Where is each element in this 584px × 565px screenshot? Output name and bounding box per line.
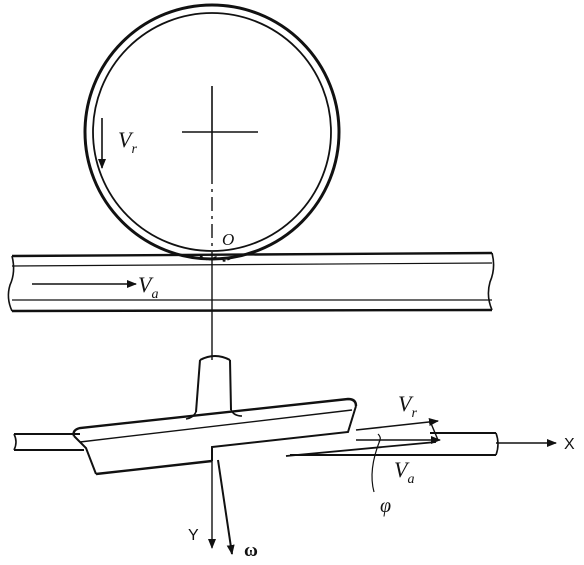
tool-velocity-r-arrow	[355, 418, 439, 431]
upper-workpiece: Va	[7, 251, 495, 313]
feed-velocity-label: Va	[138, 272, 158, 302]
roll-inner-circle	[92, 12, 332, 252]
contact-point-label: O	[222, 230, 234, 249]
upper-strip-inner-top	[11, 262, 493, 267]
tool-velocity-a-label: Va	[394, 457, 414, 487]
lower-rod-right-break	[495, 432, 499, 456]
tool-plate-left-end	[73, 435, 97, 475]
tool-plate-top-inner	[79, 409, 353, 443]
roll-velocity-label: Vr	[118, 127, 137, 157]
y-axis-label: Y	[188, 527, 199, 544]
omega-arrow	[217, 459, 235, 555]
angle-leader	[371, 439, 381, 493]
angle-label: φ	[380, 495, 391, 517]
tool-plate	[72, 355, 437, 476]
upper-strip-bottom-edge	[11, 308, 493, 313]
lower-rod-left-break	[13, 433, 17, 451]
omega-label: ω	[244, 540, 258, 561]
tool-plate-edge	[285, 441, 437, 457]
tool-stem	[195, 355, 232, 413]
roll: Vr O	[83, 3, 341, 262]
upper-strip-right-break	[487, 252, 495, 311]
tool-velocity-closing	[429, 420, 439, 441]
x-axis-label: X	[564, 436, 575, 453]
upper-strip-left-break	[7, 255, 15, 312]
upper-strip-top-edge	[11, 251, 493, 258]
contact-zone	[199, 255, 233, 262]
velocity-triangle: Vr Va φ	[355, 391, 441, 517]
tool-plate-top	[72, 397, 358, 437]
tool-velocity-r-label: Vr	[398, 391, 417, 421]
tool-plate-bottom	[95, 459, 213, 476]
lower-rod	[13, 432, 499, 456]
coordinate-axes: X Y ω	[188, 436, 575, 561]
